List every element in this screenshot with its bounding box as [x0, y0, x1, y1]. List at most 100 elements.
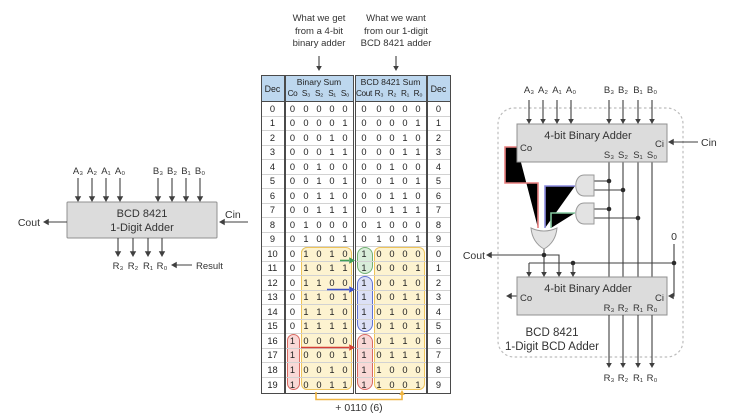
bit-cell: 0: [329, 161, 335, 172]
cout-label: Cout: [18, 217, 40, 229]
bit-cell: 0: [376, 132, 382, 143]
binary-adder-1-box: [516, 123, 668, 163]
dec-cell: 8: [435, 219, 442, 230]
bit-cell: 0: [289, 321, 296, 332]
bit-cell: 0: [342, 364, 348, 375]
junction-dot: [620, 187, 626, 193]
bit-column-label: S₂: [314, 89, 324, 98]
bit-cell: 0: [329, 277, 335, 288]
bit-cell: 1: [415, 118, 421, 129]
bit-cell: 0: [289, 161, 296, 172]
arrowhead: [116, 196, 124, 202]
dec-cell: 3: [435, 147, 442, 158]
table-row: 9: [261, 233, 284, 247]
table-row: 10: [261, 247, 284, 262]
bit-cell: 0: [415, 335, 421, 346]
table-row: 1: [261, 117, 284, 131]
table-row: 3: [427, 146, 450, 160]
arrowhead: [219, 218, 225, 226]
bit-cell: 1: [415, 350, 421, 361]
bit-cell: 1: [342, 321, 348, 332]
bit-cell: 0: [342, 219, 348, 230]
bit-cell: 0: [389, 263, 395, 274]
output-label-r1: R₁: [633, 373, 643, 384]
correction-branch-a1: [544, 254, 560, 272]
table-row: 0: [427, 102, 450, 117]
bit-cell: 1: [389, 161, 395, 172]
bit-cell: 1: [415, 147, 421, 158]
bit-cell: 0: [303, 379, 309, 390]
arrowhead: [74, 196, 82, 202]
box-title-line1: BCD 8421: [117, 208, 168, 220]
adder2-co-label: Co: [520, 293, 532, 304]
bit-cell: 1: [389, 306, 395, 317]
dec-cell: 0: [435, 103, 442, 114]
bit-cell: 0: [289, 118, 296, 129]
bit-cell: 0: [402, 219, 408, 230]
zero-constant-label: 0: [671, 231, 677, 243]
dec-cell: 6: [269, 190, 276, 201]
dec-header: Dec: [261, 76, 284, 102]
bit-cell: 1: [303, 292, 309, 303]
r2-inner-label: R₂: [618, 303, 629, 314]
table-row: 1: [427, 262, 450, 276]
dec-cell: 10: [267, 248, 278, 259]
bit-cell: 0: [289, 292, 296, 303]
bcd-1digit-adder-block-diagram: A₃ A₂ A₁ A₀ B₃ B₂ B₁ B₀ BCD 8421 1-Digit…: [18, 166, 248, 272]
bit-cell: 0: [376, 147, 382, 158]
bit-cell: 1: [389, 335, 395, 346]
bit-cell: 0: [361, 147, 367, 158]
output-label-r2: R₂: [128, 261, 139, 272]
table-row: 6: [427, 334, 450, 349]
bit-cell: 1: [303, 263, 309, 274]
or-gate-carry: [530, 227, 558, 250]
arrowhead: [316, 65, 322, 71]
bit-cell: 0: [289, 205, 296, 216]
bit-cell: 0: [415, 306, 421, 317]
dec-cell: 14: [267, 306, 278, 317]
bit-cell: 1: [289, 379, 296, 390]
bit-cell: 0: [361, 132, 367, 143]
bit-cell: 1: [303, 277, 309, 288]
bit-cell: 1: [361, 292, 367, 303]
bit-cell: 0: [289, 190, 296, 201]
bit-cell: 0: [329, 118, 335, 129]
bit-cell: 0: [303, 350, 309, 361]
arrowhead: [606, 118, 612, 124]
r1-inner-label: R₁: [633, 303, 643, 314]
bit-cell: 0: [415, 103, 421, 114]
correction-footnote: + 0110 (6): [335, 402, 382, 414]
bit-cell: 0: [361, 118, 367, 129]
table-row: 7: [261, 204, 284, 218]
arrowhead: [129, 251, 137, 257]
input-label-b2: B₂: [167, 166, 177, 177]
dec-cell: 2: [269, 132, 276, 143]
arrowhead: [635, 118, 641, 124]
bit-cell: 0: [316, 219, 322, 230]
bit-cell: 0: [342, 335, 348, 346]
bit-cell: 0: [289, 306, 296, 317]
cin-label: Cin: [225, 209, 241, 221]
bit-cell: 1: [329, 248, 335, 259]
arrowhead: [668, 138, 674, 146]
dec-cell: 8: [269, 219, 276, 230]
bit-cell: 0: [316, 118, 322, 129]
arrowhead: [88, 196, 96, 202]
bit-cell: 0: [361, 205, 367, 216]
bit-cell: 0: [361, 161, 367, 172]
bit-cell: 1: [329, 147, 335, 158]
bit-cell: 0: [376, 306, 382, 317]
